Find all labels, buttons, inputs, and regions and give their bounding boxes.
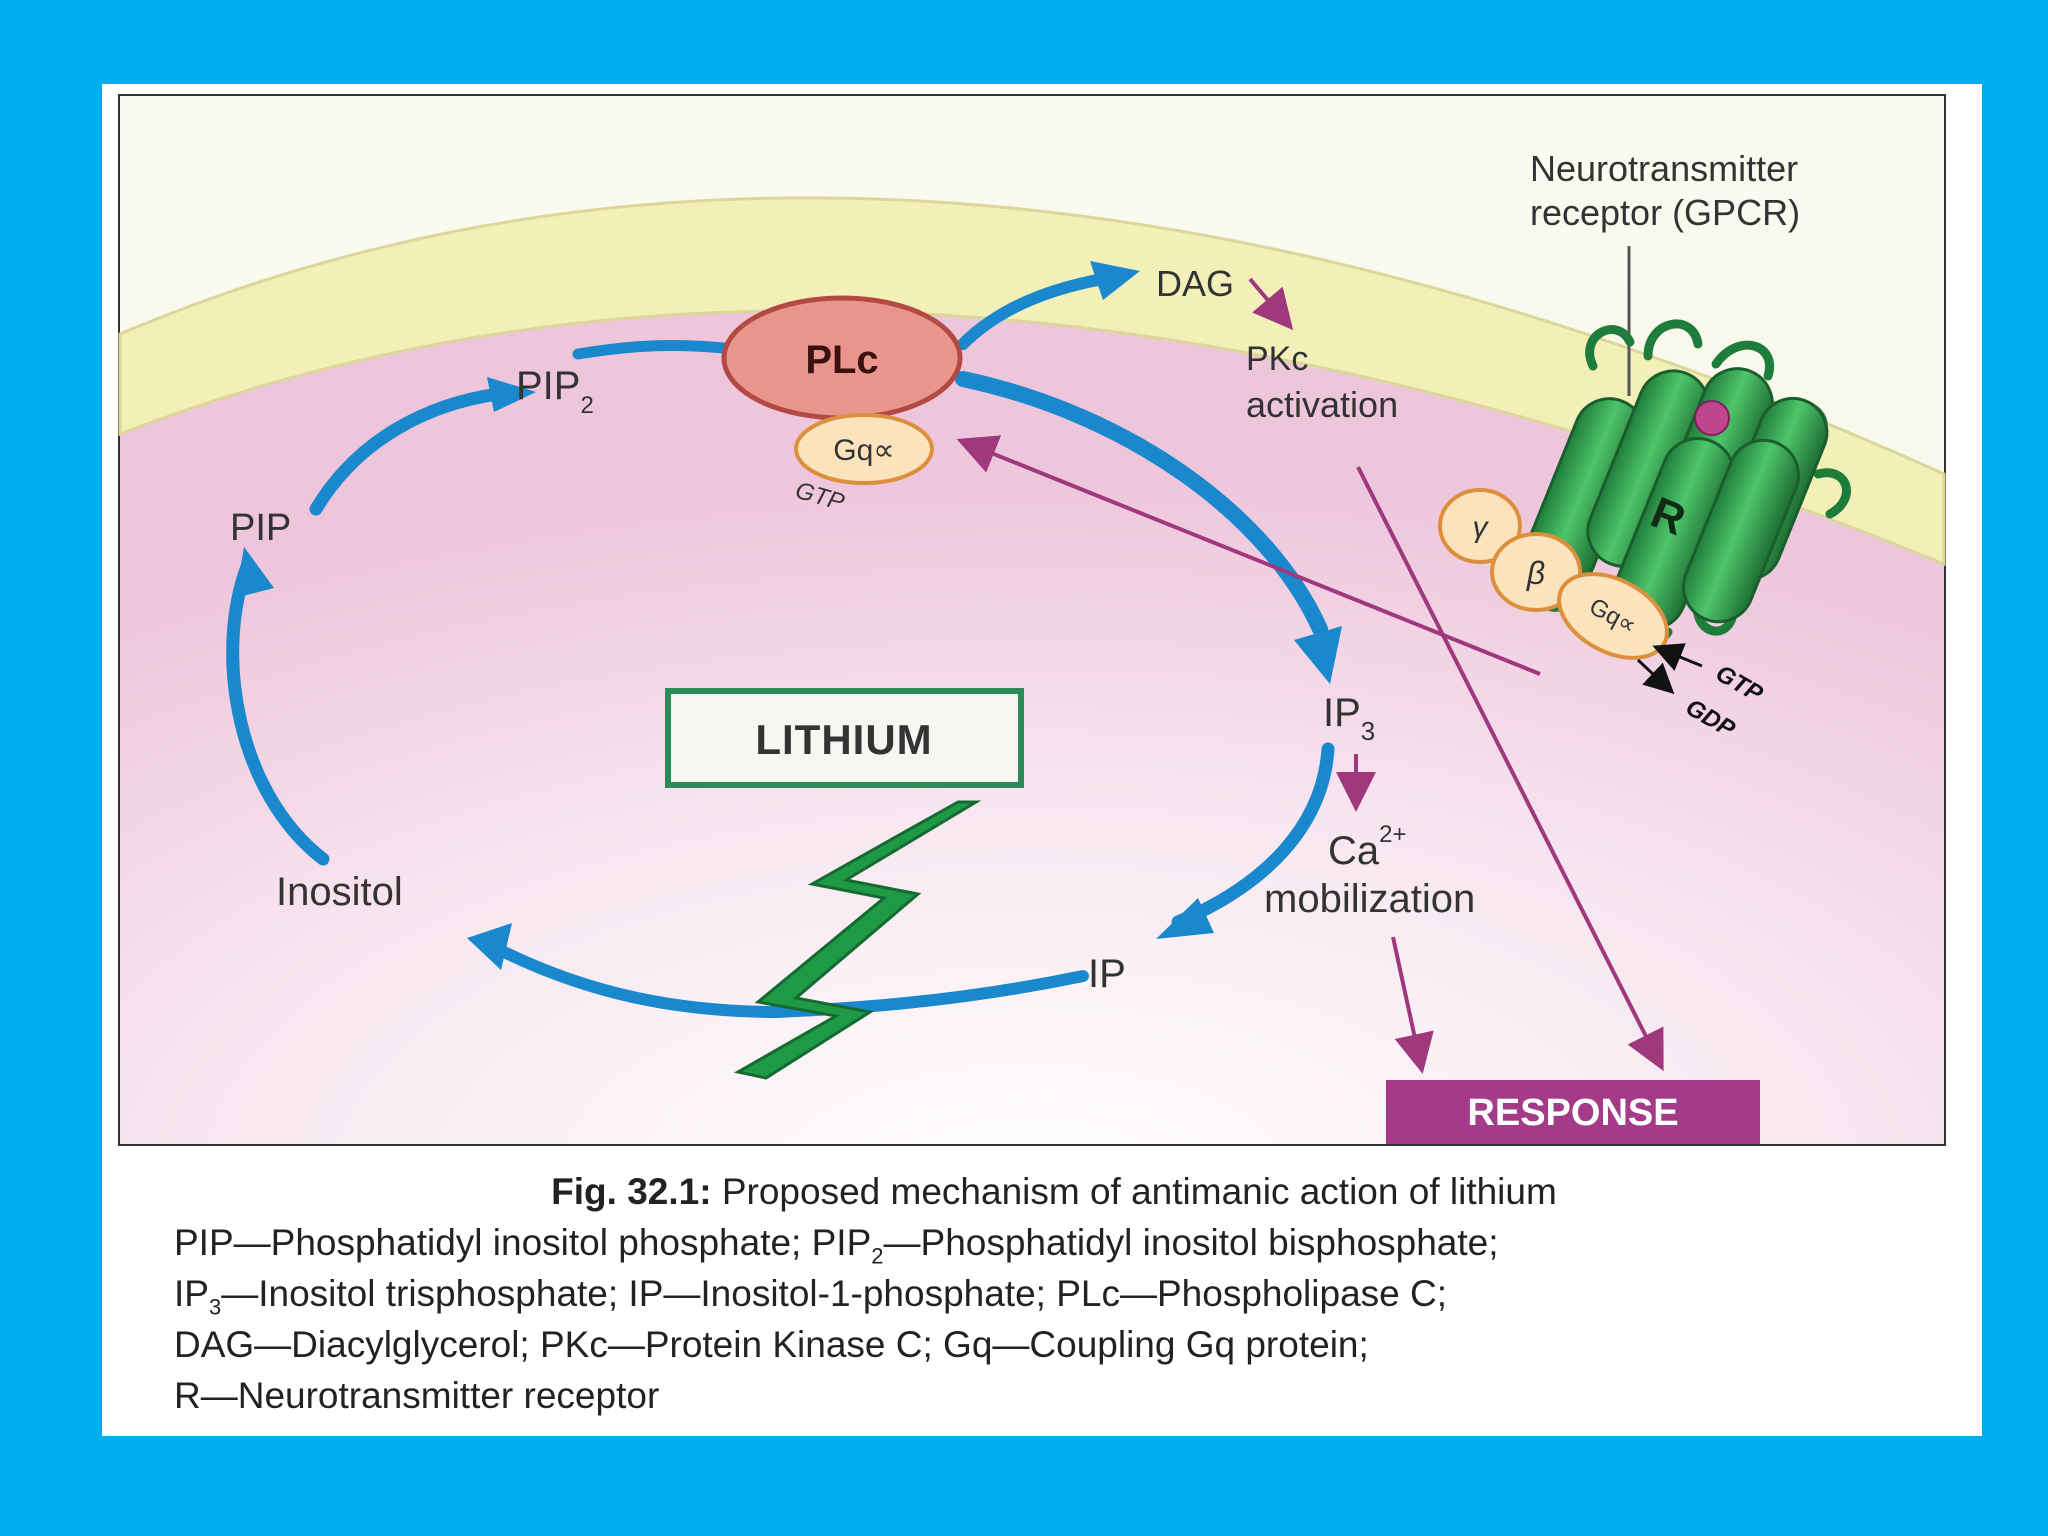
figure-number: Fig. 32.1: — [551, 1171, 712, 1212]
signal-arrows — [956, 277, 1664, 1074]
calcium-label: Ca2+ — [1328, 821, 1407, 873]
gamma-label: γ — [1473, 511, 1490, 544]
caption-legend-line-2: IP3—Inositol trisphosphate; IP—Inositol-… — [174, 1273, 1448, 1320]
pip-label: PIP — [230, 507, 291, 549]
cycle-arrowheads — [235, 261, 1342, 970]
gq-protein-plc — [794, 413, 934, 485]
beta-subunit — [1490, 532, 1582, 612]
beta-label: β — [1526, 555, 1545, 591]
gpcr-receptor: R — [1524, 319, 1851, 646]
lithium-box — [665, 688, 1024, 788]
response-label: RESPONSE — [1467, 1092, 1678, 1134]
ip3-label: IP3 — [1323, 691, 1375, 746]
plc-label: PLc — [805, 338, 878, 382]
dag-label: DAG — [1156, 263, 1234, 304]
gtp-in-arrow — [1652, 643, 1703, 671]
ip-label: IP — [1088, 952, 1126, 996]
pkc-activation-label: activation — [1246, 384, 1398, 425]
caption-legend-line-4: R—Neurotransmitter receptor — [174, 1375, 660, 1416]
caption-legend-line-3: DAG—Diacylglycerol; PKc—Protein Kinase C… — [174, 1324, 1369, 1365]
lithium-inhibition-bolt — [733, 800, 982, 1080]
gamma-subunit — [1438, 488, 1522, 564]
figure-caption: Fig. 32.1: Proposed mechanism of antiman… — [174, 1166, 1934, 1421]
lithium-mechanism-diagram: PLc Gq∝ GTP PIP PIP2 DAG PKc activation … — [118, 94, 1946, 1146]
response-box — [1386, 1080, 1760, 1144]
arrow-ca-to-response — [1391, 936, 1434, 1074]
caption-legend-line-1: PIP—Phosphatidyl inositol phosphate; PIP… — [174, 1222, 1499, 1269]
caption-title: Fig. 32.1: Proposed mechanism of antiman… — [174, 1166, 1934, 1217]
receptor-title-line2: receptor (GPCR) — [1530, 192, 1800, 233]
gq-plc-label: Gq∝ — [833, 434, 894, 467]
arrow-pip-to-pip2 — [309, 387, 505, 516]
arrow-ip3-to-ip — [1171, 742, 1335, 929]
arrow-dag-to-pkc — [1248, 277, 1294, 331]
arrow-inositol-to-pip — [226, 557, 330, 866]
inositol-label: Inositol — [276, 870, 403, 914]
figure-title: Proposed mechanism of antimanic action o… — [711, 1171, 1557, 1212]
arrow-plc-to-dag — [957, 273, 1109, 350]
slide-panel: PLc Gq∝ GTP PIP PIP2 DAG PKc activation … — [102, 84, 1982, 1436]
receptor-title-line1: Neurotransmitter — [1530, 148, 1798, 189]
cell-membrane — [118, 196, 1946, 567]
arrow-receptor-gq-to-plc-gq — [956, 435, 1541, 676]
pip2-label: PIP2 — [516, 364, 594, 419]
arrow-plc-to-ip3 — [955, 371, 1328, 637]
calcium-mobilization-label: mobilization — [1264, 877, 1475, 921]
pkc-label: PKc — [1246, 340, 1308, 378]
lithium-label: LITHIUM — [755, 716, 932, 763]
gdp-out-arrow — [1636, 658, 1675, 695]
ligand-binding-site — [1694, 400, 1730, 436]
arrow-pkc-to-response — [1356, 466, 1664, 1072]
